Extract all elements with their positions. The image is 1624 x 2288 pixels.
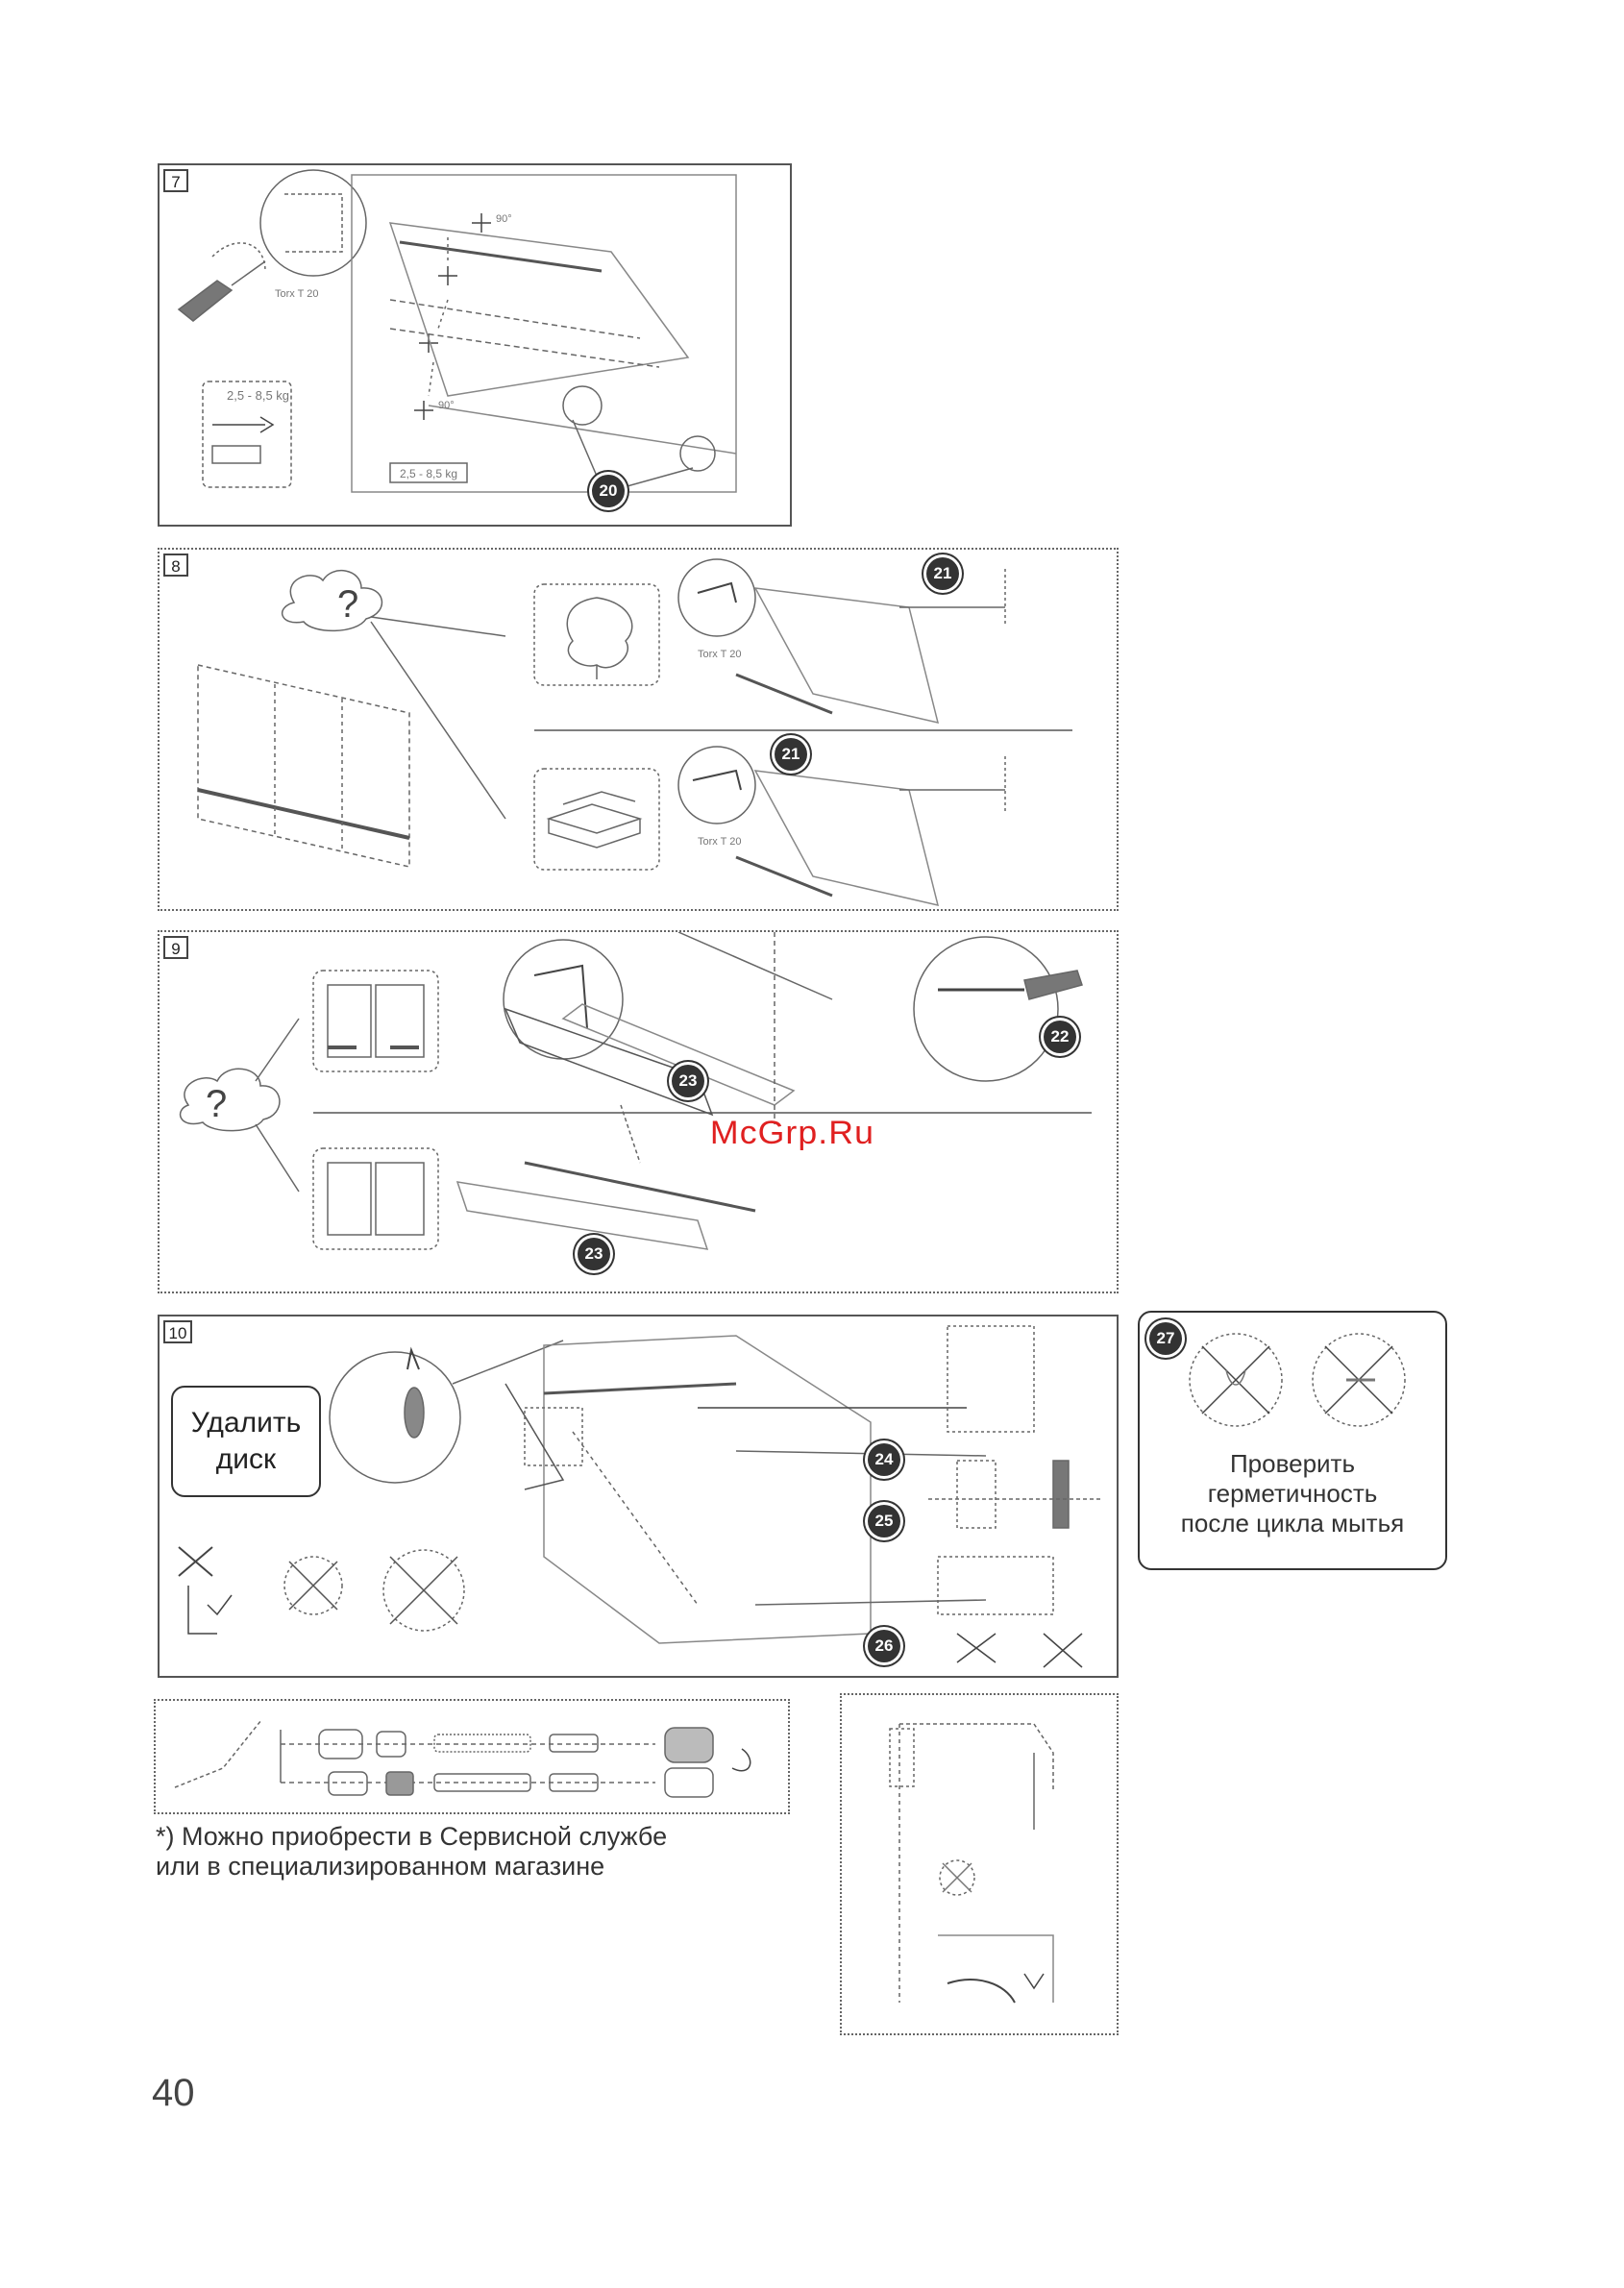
- badge-24: 24: [868, 1443, 900, 1476]
- page-number: 40: [152, 2072, 195, 2115]
- remove-disk-callout: Удалить диск: [171, 1386, 321, 1497]
- weight-label-box: 2,5 - 8,5 kg: [227, 388, 289, 403]
- check-seal-panel: 27 Проверить герметичность после цикла м…: [1138, 1311, 1447, 1570]
- torx-label-8b: Torx T 20: [698, 836, 741, 848]
- angle-label-top: 90°: [496, 213, 512, 225]
- question-mark-9: ?: [206, 1083, 227, 1125]
- parts-strip-panel: [154, 1699, 790, 1814]
- step-8-panel: 8: [158, 548, 1119, 911]
- torx-label: Torx T 20: [275, 288, 318, 300]
- badge-23b: 23: [578, 1238, 610, 1270]
- torx-label-8a: Torx T 20: [698, 649, 741, 660]
- badge-22: 22: [1044, 1021, 1076, 1053]
- badge-21a: 21: [926, 557, 959, 590]
- badge-21b: 21: [775, 738, 807, 771]
- footnote-text: *) Можно приобрести в Сервисной службе и…: [156, 1822, 809, 1882]
- badge-27: 27: [1149, 1322, 1182, 1355]
- step-7-illustration: [160, 165, 790, 525]
- watermark-logo: McGrp.Ru: [710, 1115, 874, 1152]
- angle-label-bottom: 90°: [438, 400, 455, 411]
- check-seal-text: Проверить герметичность после цикла мыть…: [1140, 1449, 1445, 1538]
- badge-26: 26: [868, 1630, 900, 1662]
- badge-25: 25: [868, 1505, 900, 1538]
- step-7-panel: 7: [158, 163, 792, 527]
- step-9-illustration: ?: [160, 932, 1117, 1292]
- question-mark-8: ?: [337, 583, 358, 626]
- side-detail-illustration: [842, 1695, 1117, 2033]
- badge-20: 20: [592, 475, 625, 507]
- step-9-panel: 9: [158, 930, 1119, 1293]
- weight-label-small: 2,5 - 8,5 kg: [400, 467, 457, 480]
- badge-23a: 23: [672, 1065, 704, 1097]
- step-8-illustration: ?: [160, 550, 1117, 909]
- parts-strip-illustration: [156, 1701, 788, 1812]
- side-detail-panel: [840, 1693, 1119, 2035]
- step-10-panel: 10: [158, 1315, 1119, 1678]
